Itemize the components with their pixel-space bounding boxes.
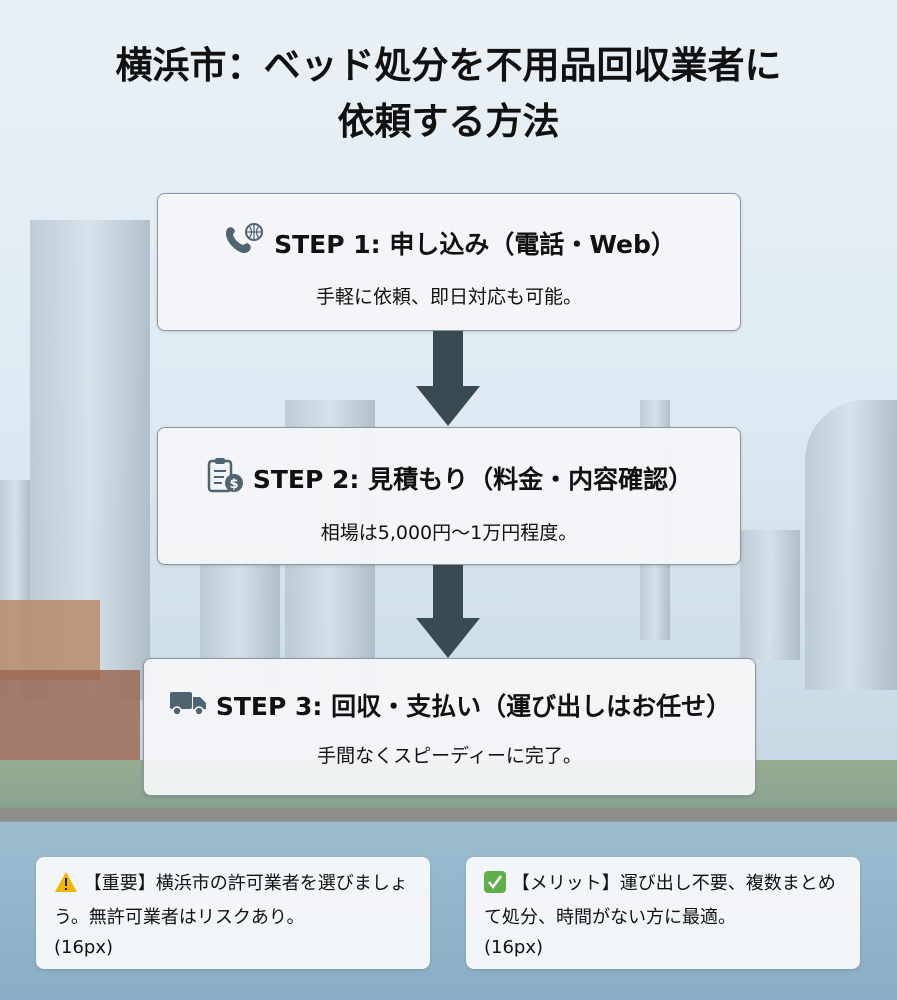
phone-globe-icon (222, 222, 266, 264)
merit-text: 【メリット】運び出し不要、複数まとめて処分、時間がない方に最適。 (484, 873, 836, 928)
step-heading: STEP 3: 回収・支払い（運び出しはお任せ） (215, 692, 732, 721)
note-size-label: (16px) (54, 937, 114, 958)
warning-note: 【重要】横浜市の許可業者を選びましょう。無許可業者はリスクあり。 (16px) (36, 857, 430, 969)
title-line-2: 依頼する方法 (337, 100, 560, 143)
clipboard-dollar-icon: $ (205, 456, 245, 500)
step-description: 手間なくスピーディーに完了。 (317, 745, 582, 767)
step-2-card: $ STEP 2: 見積もり（料金・内容確認） 相場は5,000円〜1万円程度。 (157, 427, 741, 565)
step-1-card: STEP 1: 申し込み（電話・Web） 手軽に依頼、即日対応も可能。 (157, 193, 741, 331)
step-description: 手軽に依頼、即日対応も可能。 (315, 286, 582, 308)
step-3-card: STEP 3: 回収・支払い（運び出しはお任せ） 手間なくスピーディーに完了。 (143, 658, 756, 796)
note-size-label: (16px) (484, 937, 544, 958)
title-line-1: 横浜市：ベッド処分を不用品回収業者に (115, 44, 782, 87)
truck-icon (168, 687, 208, 723)
check-icon (484, 871, 506, 903)
step-description: 相場は5,000円〜1万円程度。 (320, 522, 578, 544)
step-heading: STEP 2: 見積もり（料金・内容確認） (252, 465, 694, 494)
step-heading: STEP 1: 申し込み（電話・Web） (274, 230, 676, 259)
svg-text:$: $ (229, 477, 238, 492)
page-title: 横浜市：ベッド処分を不用品回収業者に 依頼する方法 (0, 38, 897, 150)
merit-note: 【メリット】運び出し不要、複数まとめて処分、時間がない方に最適。 (16px) (466, 857, 860, 969)
warning-icon (54, 871, 78, 903)
warning-text: 【重要】横浜市の許可業者を選びましょう。無許可業者はリスクあり。 (54, 873, 408, 928)
